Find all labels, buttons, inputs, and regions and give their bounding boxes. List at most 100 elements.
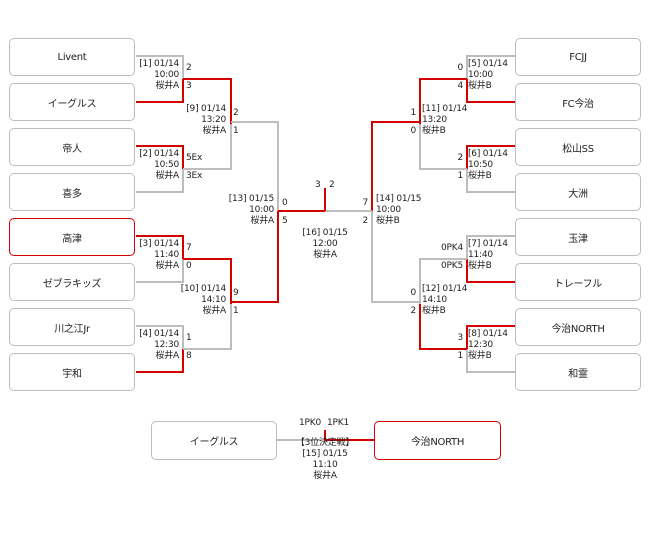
match-13-info: [13] 01/15 10:00 桜井A [229, 194, 274, 227]
match-7-score-top: 0PK4 [441, 243, 463, 253]
match-10-info: [10] 01/14 14:10 桜井A [181, 284, 226, 317]
connector-right-r2-2-top [419, 258, 467, 304]
connector-right-r1-4-top [466, 325, 515, 349]
match-9-score-bottom: 1 [233, 126, 239, 136]
match-venue: 桜井B [468, 261, 492, 271]
match-number: [2] 01/14 [139, 149, 179, 159]
match-time: 10:50 [154, 160, 179, 170]
match-venue: 桜井B [468, 81, 492, 91]
connector-left-r1-1-top [136, 55, 184, 79]
team-box-left-7: 川之江Jr [9, 308, 135, 346]
match-4-info: [4] 01/14 12:30 桜井A [139, 329, 179, 362]
match-venue: 桜井B [468, 171, 492, 181]
connector-right-r1-1-bottom [466, 79, 515, 103]
match-time: 11:40 [154, 250, 179, 260]
connector-left-r1-3-top [136, 235, 184, 259]
match-11-info: [11] 01/14 13:20 桜井B [422, 104, 467, 137]
connector-right-r2-1-bottom [419, 124, 467, 170]
match-number: [9] 01/14 [186, 104, 226, 114]
match-venue: 桜井A [250, 216, 274, 226]
connector-right-r1-2-top [466, 145, 515, 169]
match-time: 13:20 [201, 115, 226, 125]
match-3-score-bottom: 0 [186, 261, 192, 271]
team-box-right-2: FC今治 [515, 83, 641, 121]
match-3-score-top: 7 [186, 243, 192, 253]
connector-right-semi-top [371, 121, 420, 211]
team-box-right-1: FCJJ [515, 38, 641, 76]
match-6-score-top: 2 [457, 153, 463, 163]
connector-right-r1-2-bottom [466, 169, 515, 193]
match-time: 12:00 [312, 239, 338, 249]
third-place-left-team: イーグルス [151, 421, 277, 460]
match-number: [15] 01/15 [302, 449, 348, 459]
third-place-title: 【3位決定戦】 [295, 438, 355, 448]
connector-right-r1-1-top [466, 55, 515, 79]
match-number: [8] 01/14 [468, 329, 508, 339]
match-time: 14:10 [422, 295, 447, 305]
match-9-info: [9] 01/14 13:20 桜井A [186, 104, 226, 137]
match-venue: 桜井A [155, 171, 179, 181]
match-2-info: [2] 01/14 10:50 桜井A [139, 149, 179, 182]
connector-left-r1-1-bottom [136, 79, 184, 103]
connector-right-r1-3-bottom [466, 259, 515, 283]
match-5-score-top: 0 [457, 63, 463, 73]
team-box-right-5: 玉津 [515, 218, 641, 256]
match-time: 10:00 [154, 70, 179, 80]
match-5-score-bottom: 4 [457, 81, 463, 91]
match-number: [14] 01/15 [376, 194, 422, 204]
match-9-score-top: 2 [233, 108, 239, 118]
team-box-right-8: 和霊 [515, 353, 641, 391]
connector-right-r1-3-top [466, 235, 515, 259]
match-number: [5] 01/14 [468, 59, 508, 69]
connector-right-r2-1-top [419, 78, 467, 124]
team-box-left-6: ゼブラキッズ [9, 263, 135, 301]
connector-left-r1-3-bottom [136, 259, 184, 283]
match-time: 12:30 [468, 340, 493, 350]
match-venue: 桜井A [313, 250, 337, 260]
match-14-info: [14] 01/15 10:00 桜井B [376, 194, 421, 227]
connector-left-r2-1-top [183, 78, 232, 124]
match-7-score-bottom: 0PK5 [441, 261, 463, 271]
team-box-right-7: 今治NORTH [515, 308, 641, 346]
final-score-left: 3 [315, 180, 321, 190]
match-time: 14:10 [201, 295, 226, 305]
match-2-score-top: 5Ex [186, 153, 203, 163]
match-4-score-bottom: 8 [186, 351, 192, 361]
third-place-right-team: 今治NORTH [374, 421, 501, 460]
match-number: [16] 01/15 [302, 228, 348, 238]
match-11-score-bottom: 0 [410, 126, 416, 136]
match-8-score-bottom: 1 [457, 351, 463, 361]
match-7-info: [7] 01/14 11:40 桜井B [468, 239, 508, 272]
connector-right-semi-bottom [371, 211, 420, 303]
connector-left-semi-bottom [231, 211, 279, 303]
team-box-left-2: イーグルス [9, 83, 135, 121]
match-6-score-bottom: 1 [457, 171, 463, 181]
match-venue: 桜井A [202, 306, 226, 316]
third-place-score-right: 1PK1 [327, 418, 349, 428]
match-venue: 桜井A [155, 261, 179, 271]
match-venue: 桜井B [468, 351, 492, 361]
team-box-right-3: 松山SS [515, 128, 641, 166]
team-box-right-4: 大洲 [515, 173, 641, 211]
match-time: 12:30 [154, 340, 179, 350]
connector-left-r2-2-bottom [183, 304, 232, 350]
match-venue: 桜井B [422, 126, 446, 136]
match-5-info: [5] 01/14 10:00 桜井B [468, 59, 508, 92]
match-number: [11] 01/14 [422, 104, 468, 114]
match-14-score-bottom: 2 [362, 216, 368, 226]
connector-left-r1-2-bottom [136, 169, 184, 193]
match-4-score-top: 1 [186, 333, 192, 343]
match-time: 13:20 [422, 115, 447, 125]
connector-left-semi-top [231, 121, 279, 211]
match-13-score-bottom: 5 [282, 216, 288, 226]
match-time: 10:50 [468, 160, 493, 170]
connector-left-r1-2-top [136, 145, 184, 169]
connector-left-r2-1-bottom [183, 124, 232, 170]
final-score-right: 2 [329, 180, 335, 190]
match-12-score-top: 0 [410, 288, 416, 298]
match-6-info: [6] 01/14 10:50 桜井B [468, 149, 508, 182]
match-number: [13] 01/15 [228, 194, 274, 204]
match-12-score-bottom: 2 [410, 306, 416, 316]
